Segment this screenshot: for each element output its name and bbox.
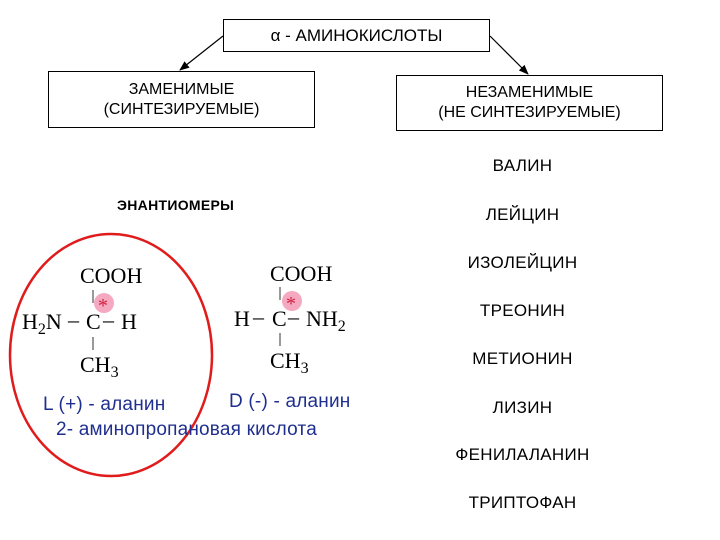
amino-item: ФЕНИЛАЛАНИН: [455, 445, 590, 464]
l-dash-right: –: [102, 307, 115, 332]
replaceable-box: ЗАМЕНИМЫЕ (СИНТЕЗИРУЕМЫЕ): [48, 71, 315, 128]
amino-item: МЕТИОНИН: [472, 349, 573, 368]
d-alanine-label: D (-) - аланин: [229, 391, 351, 412]
l-alanine-label: L (+) - аланин: [43, 394, 166, 415]
replaceable-line1: ЗАМЕНИМЫЕ: [128, 80, 235, 98]
d-nh2: NH2: [306, 306, 346, 335]
d-h: H: [234, 306, 250, 331]
root-title: α - АМИНОКИСЛОТЫ: [270, 25, 443, 45]
l-alanine-formula: COOH H2N – C – H CH3: [22, 263, 142, 381]
highlight-circle: [8, 232, 214, 478]
l-h2n: H2N: [22, 309, 62, 338]
amino-item: ЛЕЙЦИН: [485, 205, 560, 224]
l-ch3: CH3: [80, 352, 119, 381]
root-title-box: α - АМИНОКИСЛОТЫ: [223, 19, 490, 52]
chiral-star-icon: *: [98, 295, 108, 317]
amino-item: ТРЕОНИН: [479, 301, 566, 320]
chiral-marker: [282, 291, 302, 311]
d-alanine-formula: COOH H – C – NH2 CH3: [234, 261, 346, 377]
d-dash-left: –: [252, 304, 265, 329]
amino-item: ИЗОЛЕЙЦИН: [467, 253, 578, 272]
chiral-marker: [94, 293, 114, 313]
l-dash-left: –: [67, 307, 80, 332]
l-cooh: COOH: [80, 263, 142, 288]
essential-box: НЕЗАМЕНИМЫЕ (НЕ СИНТЕЗИРУЕМЫЕ): [396, 75, 663, 131]
d-c: C: [272, 306, 287, 331]
essential-line2: (НЕ СИНТЕЗИРУЕМЫЕ): [438, 104, 621, 121]
d-cooh: COOH: [270, 261, 332, 286]
enantiomers-label: ЭНАНТИОМЕРЫ: [117, 197, 235, 213]
essential-line1: НЕЗАМЕНИМЫЕ: [465, 84, 594, 101]
chiral-star-icon: *: [286, 293, 296, 315]
arrow-to-essential: [489, 35, 529, 75]
arrow-to-replaceable: [179, 35, 224, 71]
amino-item: ТРИПТОФАН: [468, 493, 577, 512]
l-h: H: [121, 309, 137, 334]
iupac-name: 2- аминопропановая кислота: [56, 419, 317, 440]
amino-item: ВАЛИН: [492, 156, 553, 175]
amino-item: ЛИЗИН: [492, 398, 553, 417]
d-ch3: CH3: [270, 348, 309, 377]
replaceable-line2: (СИНТЕЗИРУЕМЫЕ): [103, 100, 260, 118]
l-c: C: [86, 309, 101, 334]
